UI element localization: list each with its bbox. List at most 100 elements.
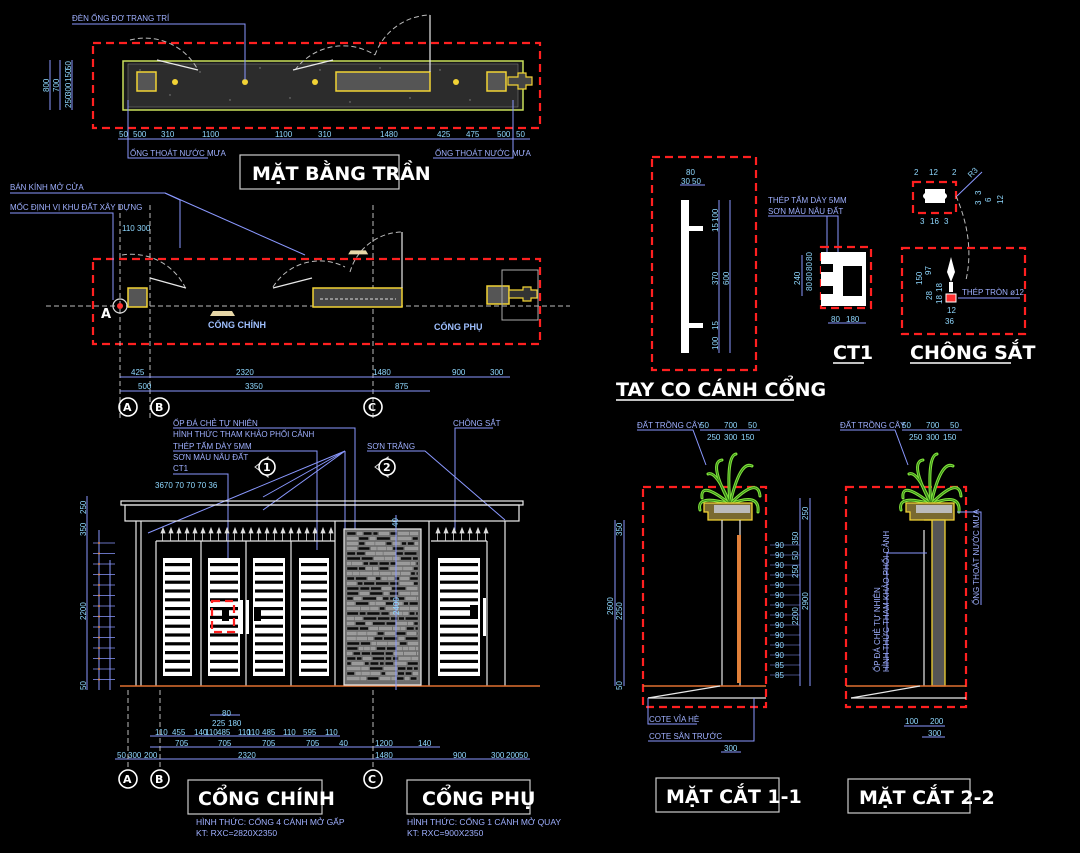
handle-standoff — [689, 226, 703, 231]
spike-base — [945, 293, 957, 303]
ceiling-plan-frame — [91, 41, 542, 130]
svg-text:110: 110 — [247, 728, 260, 737]
svg-text:90: 90 — [775, 631, 784, 640]
door-swing-arc — [374, 14, 431, 56]
label-stone-cladding: ỐP ĐÁ CHẺ TỰ NHIÊN — [872, 587, 882, 672]
svg-text:28: 28 — [925, 291, 934, 300]
title-section-1-1: MẶT CẮT 1-1 — [666, 782, 802, 808]
svg-text:90: 90 — [775, 601, 784, 610]
gate-handle — [240, 600, 243, 634]
ground-dims: 425 2320 1480 900 300 500 3350 875 — [131, 368, 504, 391]
svg-text:3: 3 — [944, 217, 949, 226]
gate-main-type: HÌNH THỨC: CỔNG 4 CÁNH MỞ GẤP — [196, 816, 345, 827]
svg-text:80: 80 — [222, 709, 231, 718]
svg-text:370: 370 — [711, 271, 720, 285]
label-sidewalk-level: COTE VỈA HÈ — [649, 715, 699, 724]
gate-main-symbol-icon — [210, 311, 235, 316]
door-swing-arc — [129, 37, 199, 71]
svg-text:1200: 1200 — [375, 739, 393, 748]
section1-frame — [641, 485, 768, 709]
light-icon — [312, 79, 318, 85]
svg-text:150: 150 — [915, 271, 924, 285]
stone-column — [335, 71, 431, 92]
section1-dims-right: 250 350 50 250 2200 2900 909090909090909… — [770, 498, 811, 686]
label-planting-soil-2: ĐẤT TRỒNG CÂY — [840, 420, 906, 430]
spike-tip — [947, 257, 955, 282]
section2-dims-top: 50 700 50 250 300 150 — [902, 421, 962, 442]
svg-text:900: 900 — [453, 751, 467, 760]
svg-text:200: 200 — [930, 717, 944, 726]
svg-text:300: 300 — [926, 433, 940, 442]
svg-text:240: 240 — [793, 271, 802, 285]
svg-text:225: 225 — [212, 719, 226, 728]
svg-text:50: 50 — [516, 130, 525, 139]
grid-bubble-c: C — [368, 401, 376, 414]
svg-text:50: 50 — [748, 421, 757, 430]
svg-text:150: 150 — [943, 433, 957, 442]
svg-text:THÉP TẤM DÀY 5MM: THÉP TẤM DÀY 5MM — [173, 441, 252, 451]
stone-column-plan — [312, 287, 403, 308]
svg-text:700: 700 — [926, 421, 940, 430]
svg-text:705: 705 — [306, 739, 320, 748]
svg-text:6: 6 — [984, 197, 993, 202]
section-markers: 1 2 — [254, 455, 396, 479]
label-gate-side-plan: CỔNG PHỤ — [434, 321, 483, 332]
svg-text:15: 15 — [711, 223, 720, 232]
ceiling-hatch — [127, 63, 519, 108]
svg-text:90: 90 — [775, 621, 784, 630]
datum-point-icon — [117, 303, 123, 309]
svg-text:180: 180 — [228, 719, 242, 728]
svg-text:85: 85 — [775, 671, 784, 680]
title-ct1: CT1 — [833, 342, 873, 364]
svg-text:50: 50 — [519, 751, 528, 760]
svg-text:50: 50 — [700, 421, 709, 430]
section2-frame — [844, 485, 968, 709]
svg-text:85: 85 — [775, 661, 784, 670]
svg-text:2900: 2900 — [801, 592, 810, 610]
svg-text:2600: 2600 — [606, 597, 615, 615]
svg-text:2320: 2320 — [238, 751, 256, 760]
label-planting-soil: ĐẤT TRỒNG CÂY — [637, 420, 703, 430]
svg-text:ỐP ĐÁ CHẺ TỰ NHIÊN: ỐP ĐÁ CHẺ TỰ NHIÊN — [173, 418, 258, 428]
svg-text:100: 100 — [711, 208, 720, 222]
datum-label: A — [101, 307, 111, 322]
light-icon — [453, 79, 459, 85]
svg-text:15: 15 — [711, 321, 720, 330]
svg-text:310: 310 — [318, 130, 332, 139]
spike-icon — [192, 526, 198, 541]
svg-text:3: 3 — [974, 200, 983, 205]
svg-text:600: 600 — [722, 271, 731, 285]
spike-icon — [200, 526, 206, 541]
spike-icon — [184, 526, 190, 541]
svg-text:90: 90 — [775, 651, 784, 660]
title-ceiling-plan: MẶT BẰNG TRẦN — [252, 159, 431, 185]
spike-icon — [296, 526, 302, 541]
spike-icon — [256, 526, 262, 541]
svg-text:3: 3 — [974, 190, 983, 195]
spike-icon — [208, 526, 214, 541]
svg-text:110: 110 — [205, 728, 218, 737]
gate-handle — [483, 598, 486, 636]
svg-text:200: 200 — [506, 751, 520, 760]
svg-text:1100: 1100 — [202, 130, 220, 139]
svg-text:2200: 2200 — [791, 607, 800, 625]
svg-text:80: 80 — [805, 252, 814, 261]
svg-text:2200: 2200 — [79, 602, 88, 620]
svg-text:18: 18 — [935, 295, 944, 304]
svg-text:110: 110 — [238, 728, 251, 737]
svg-text:250: 250 — [791, 564, 800, 578]
ceiling-plan: ĐÈN ỐNG ĐƠ TRANG TRÍ ỐNG THOÁT NƯỚC MƯA … — [42, 13, 542, 190]
svg-text:3: 3 — [920, 217, 925, 226]
grid-bubble-b: B — [155, 401, 163, 414]
ct1-frame — [819, 245, 873, 310]
spike-collar-frame — [911, 180, 958, 215]
spike-icon — [328, 526, 334, 541]
svg-text:500: 500 — [497, 130, 511, 139]
ceiling-dims-left: 800 700 50 150 300 250 — [42, 60, 73, 110]
title-gate-side: CỔNG PHỤ — [422, 783, 535, 810]
svg-text:250: 250 — [79, 500, 88, 514]
title-gate-main: CỔNG CHÍNH — [198, 783, 335, 810]
svg-text:800: 800 — [42, 78, 51, 92]
svg-text:425: 425 — [131, 368, 145, 377]
gate-spikes — [160, 526, 489, 541]
